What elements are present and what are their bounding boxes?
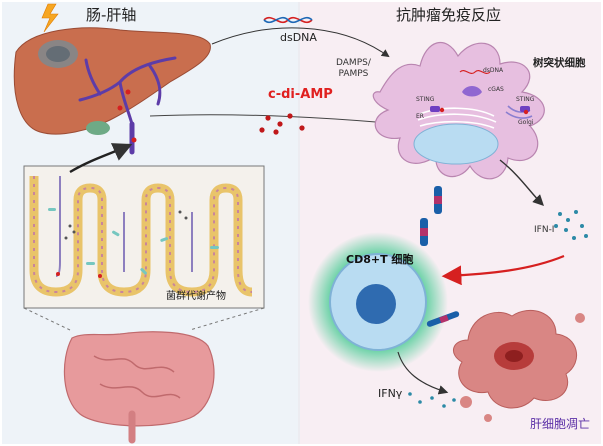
cdiamp-label: c-di-AMP [268, 87, 333, 102]
liver-illustration [13, 27, 211, 155]
intestine-organ [63, 331, 215, 444]
zoom-line-left [23, 307, 71, 331]
ifn-to-tcell-arrow [441, 254, 565, 286]
cgas-label: cGAS [488, 86, 504, 93]
dendritic-cell-label: 树突状细胞 [533, 57, 586, 69]
tcr-mhc-complex [420, 186, 442, 246]
ifn-i-arrow [499, 159, 544, 206]
zoom-line-right [189, 307, 265, 331]
dendritic-nucleus [413, 123, 499, 165]
dsdna-label: dsDNA [280, 31, 317, 44]
dsdna-arrow [211, 27, 390, 58]
cdiamp-molecules [259, 113, 305, 135]
ifng-particles [408, 392, 456, 408]
sting-left-protein [430, 106, 440, 112]
dendritic-er [417, 107, 497, 129]
hepatocyte-apoptosis-label: 肝细胞凋亡 [530, 417, 591, 431]
cgas-icon [462, 86, 482, 97]
microbial-metabolites-label: 菌群代谢产物 [166, 291, 226, 302]
lightning-icon [41, 3, 59, 33]
er-label: ER [416, 113, 424, 120]
tcell-hepatocyte-receptor [426, 311, 460, 327]
gut-microbes [48, 208, 219, 278]
sting-right-label: STING [516, 96, 535, 103]
t-cell-nucleus [356, 284, 396, 324]
cd8-t-cell-label: CD8+T 细胞 [346, 253, 414, 266]
ifng-arrow [397, 351, 449, 395]
antitumor-immunity-title: 抗肿瘤免疫反应 [396, 6, 502, 24]
cytosol-dna-icon [459, 69, 491, 75]
gut-liver-axis-title: 肠-肝轴 [86, 6, 137, 24]
ifng-label: IFNγ [378, 387, 403, 400]
golgi-label: Golgi [518, 119, 534, 126]
damps-pamps-label: DAMPS/ PAMPS [336, 58, 371, 80]
ifn-i-label: IFN-I [534, 225, 555, 235]
ifn-i-particles [554, 210, 588, 240]
apoptotic-hepatocyte [453, 309, 585, 422]
gut-to-liver-arrow [69, 143, 133, 174]
organelle-dsdna-label: dsDNA [483, 67, 504, 74]
intestinal-villi [29, 176, 253, 297]
sting-left-label: STING [416, 96, 435, 103]
dna-helix-icon [263, 16, 313, 24]
